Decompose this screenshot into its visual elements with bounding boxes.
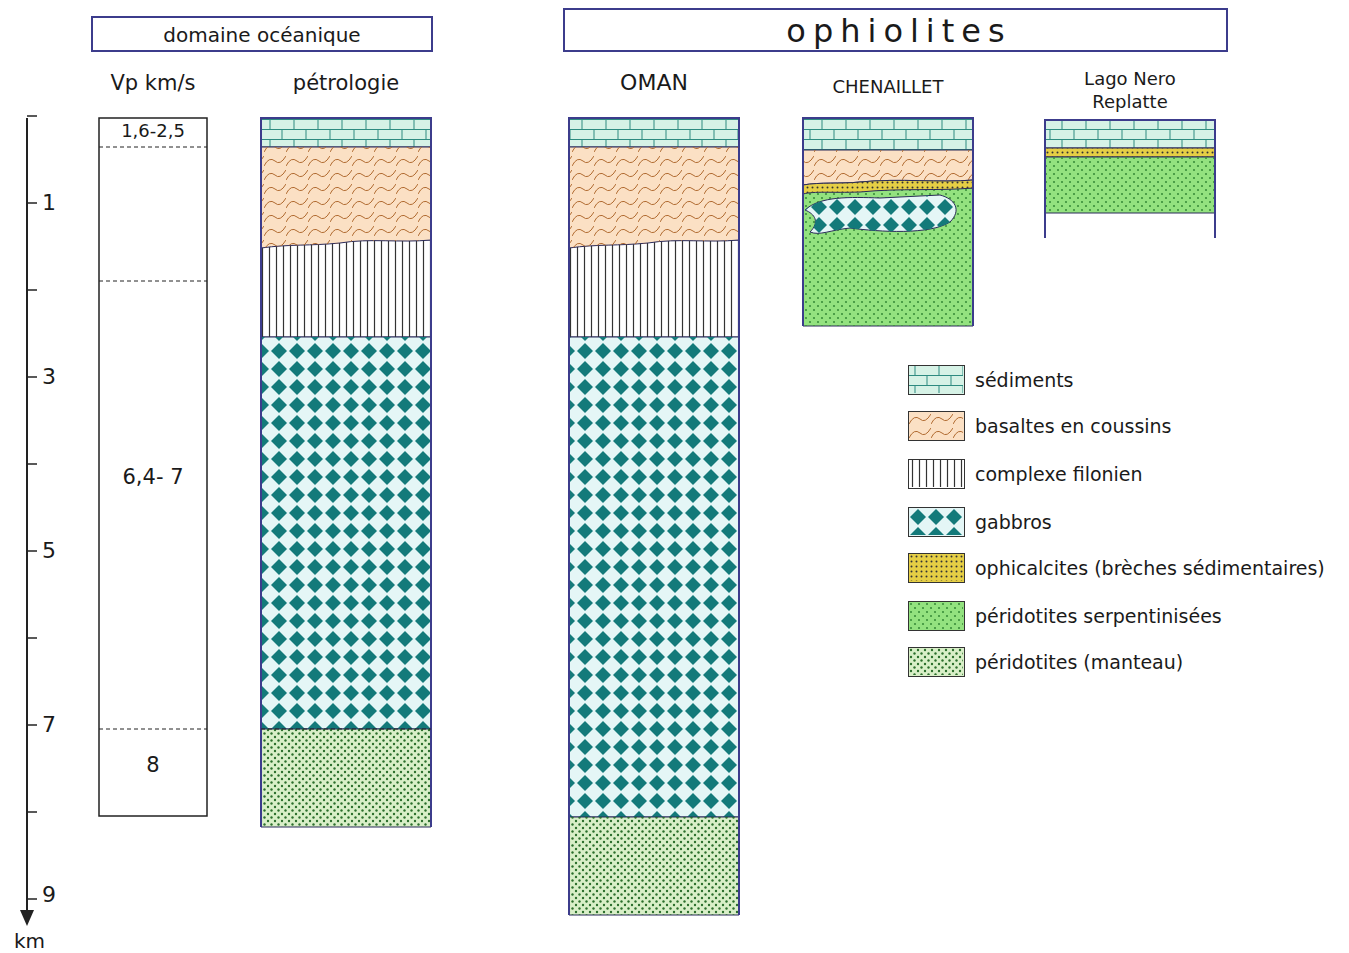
rock-texture [261,118,431,147]
legend-label: sédiments [975,369,1074,391]
rock-layer [803,180,973,194]
rock-layer [803,150,973,185]
rock-texture [261,147,431,248]
legend-swatch [908,459,965,489]
chenaillet-column: CHENAILLET [803,76,973,326]
depth-tick [27,289,37,291]
rock-layer [569,118,739,147]
depth-tick [27,376,37,378]
depth-tick [27,637,37,639]
rock-layer [261,240,431,337]
depth-tick [27,811,37,813]
rock-texture [261,337,431,729]
rock-texture [569,147,739,248]
depth-tick [27,463,37,465]
column-heading: pétrologie [251,71,441,95]
ophiolite-title-box: ophiolites [563,8,1228,52]
legend-swatch [908,601,965,631]
legend-swatch [908,507,965,537]
rock-layer [261,147,431,248]
rock-texture [1045,120,1215,148]
moho-line [261,729,431,730]
vp-boundary [99,729,207,730]
rock-layer [1045,148,1215,157]
rock-layer [569,147,739,248]
rock-layer [803,188,973,326]
legend-label: ophicalcites (brèches sédimentaires) [975,557,1325,579]
vp-column: Vp km/s1,6-2,56,4- 78 [99,68,207,816]
axis-arrow [20,910,34,926]
legend-label: péridotites serpentinisées [975,605,1222,627]
column-outline [803,118,973,326]
legend-swatch [908,365,965,395]
rock-layer [805,195,956,233]
column-heading: domaine océanique [93,24,431,47]
depth-number: 9 [42,884,56,906]
rock-texture [569,118,739,147]
rock-texture [261,729,431,827]
depth-number: 5 [42,540,56,562]
column-heading: Vp km/s [89,71,217,95]
vp-box [99,118,207,816]
legend-label: gabbros [975,511,1052,533]
column-heading: OMAN [559,70,749,95]
column-outline [569,118,739,915]
vp-boundary [99,147,207,148]
rock-layer [261,118,431,147]
velocity-value: 8 [99,753,207,777]
depth-tick [27,724,37,726]
axis-unit: km [14,931,45,951]
rock-texture [803,150,973,185]
legend-label: complexe filonien [975,463,1143,485]
column-outline [261,118,431,827]
depth-tick [27,898,37,900]
depth-number: 7 [42,714,56,736]
legend-swatch [908,411,965,441]
petrology-column: pétrologie [261,68,431,827]
depth-tick [27,115,37,117]
legend-label: péridotites (manteau) [975,651,1183,673]
rock-layer [803,118,973,150]
rock-layer [569,337,739,817]
depth-number: 1 [42,192,56,214]
rock-layer [569,817,739,915]
column-heading: Lago Nero Replatte [1070,67,1190,114]
rock-texture [805,195,956,233]
rock-layer [261,337,431,729]
rock-texture [803,188,973,326]
rock-layer [261,729,431,827]
lago-nero-column: Lago Nero Replatte [1045,66,1215,238]
oman-column: OMAN [569,68,739,915]
legend-swatch [908,553,965,583]
column-heading: ophiolites [565,13,1226,50]
velocity-value: 6,4- 7 [99,465,207,489]
rock-texture [569,817,739,915]
rock-texture [569,337,739,817]
rock-texture [1045,157,1215,213]
legend-swatch [908,647,965,677]
depth-axis [26,118,28,912]
domain-title-box: domaine océanique [91,16,433,52]
rock-layer [1045,120,1215,148]
rock-texture [803,180,973,194]
rock-texture [569,240,739,337]
rock-texture [261,240,431,337]
depth-tick [27,550,37,552]
velocity-value: 1,6-2,5 [99,121,207,142]
column-outline [1045,120,1215,238]
rock-texture [1045,148,1215,157]
rock-layer [1045,157,1215,213]
rock-texture [803,118,973,150]
rock-layer [569,240,739,337]
legend-label: basaltes en coussins [975,415,1172,437]
depth-tick [27,202,37,204]
depth-number: 3 [42,366,56,388]
column-heading: CHENAILLET [788,77,988,98]
vp-boundary [99,281,207,282]
